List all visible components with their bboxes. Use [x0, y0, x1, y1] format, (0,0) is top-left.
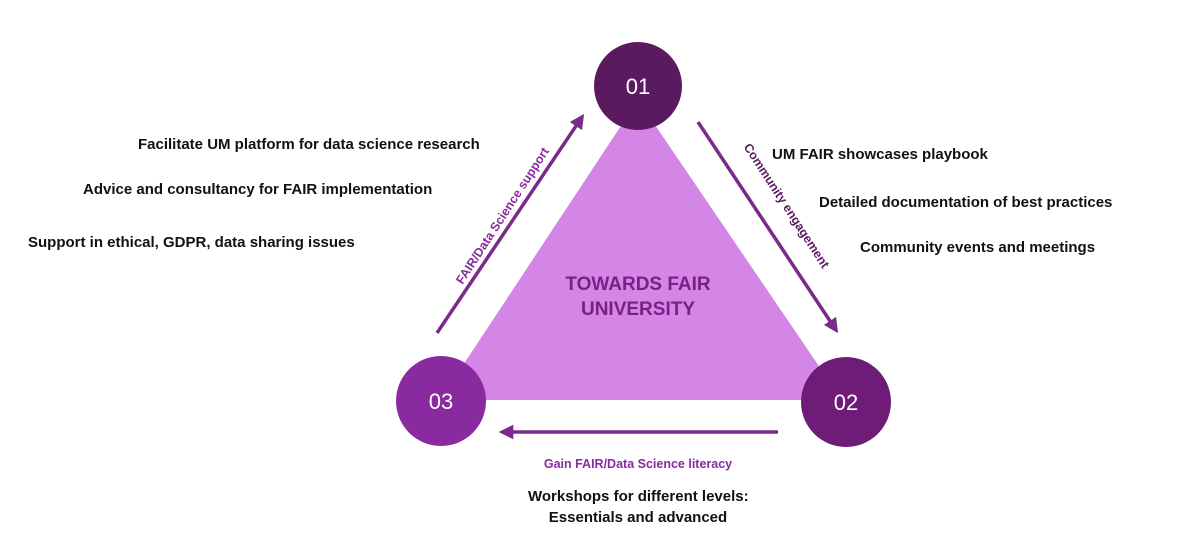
- right-item-events: Community events and meetings: [860, 239, 1096, 256]
- node-03-label: 03: [429, 389, 453, 414]
- bottom-item-workshops: Workshops for different levels:: [528, 488, 749, 505]
- right-item-documentation: Detailed documentation of best practices: [819, 194, 1113, 211]
- left-item-support: Support in ethical, GDPR, data sharing i…: [28, 234, 355, 251]
- node-02-circle: [801, 357, 891, 447]
- node-01-circle: [594, 42, 682, 130]
- node-01-label: 01: [626, 74, 650, 99]
- central-triangle: [440, 100, 842, 400]
- center-title-line-2: UNIVERSITY: [580, 299, 696, 320]
- node-03-circle: [396, 356, 486, 446]
- left-item-advice: Advice and consultancy for FAIR implemen…: [83, 181, 433, 198]
- node-02-label: 02: [834, 390, 858, 415]
- center-title: TOWARDS FAIR UNIVERSITY: [518, 272, 758, 322]
- arrow-label-literacy: Gain FAIR/Data Science literacy: [544, 457, 732, 471]
- arrow-community-engagement: [696, 121, 839, 334]
- bottom-item-levels: Essentials and advanced: [548, 509, 728, 526]
- arrow-fair-support: [435, 113, 585, 334]
- left-item-platform: Facilitate UM platform for data science …: [138, 136, 480, 153]
- right-item-playbook: UM FAIR showcases playbook: [772, 146, 988, 163]
- center-title-line-1: TOWARDS FAIR: [565, 274, 711, 295]
